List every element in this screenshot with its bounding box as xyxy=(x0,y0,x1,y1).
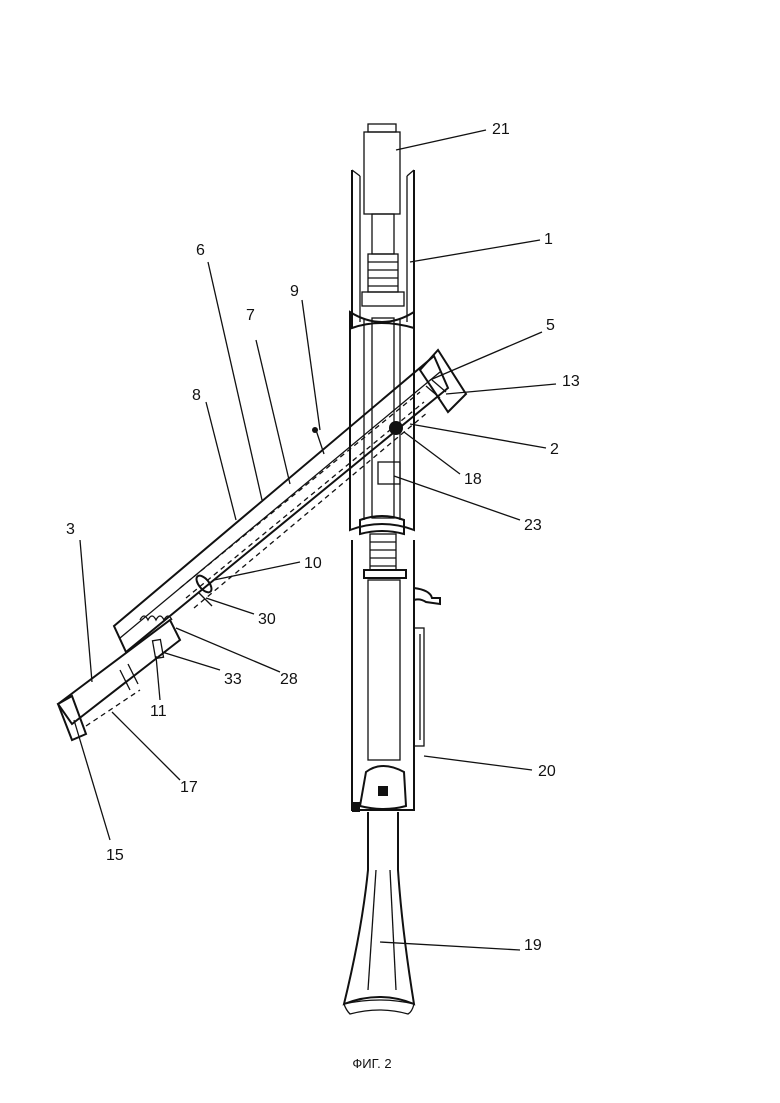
cylinder-end xyxy=(58,696,86,740)
label-33: 33 xyxy=(224,671,242,688)
inner-tube xyxy=(372,318,394,518)
upper-block xyxy=(420,350,466,412)
side-clip xyxy=(414,628,424,746)
label-13: 13 xyxy=(562,373,580,390)
lower-clamp xyxy=(364,570,406,578)
upper-rod xyxy=(372,214,394,254)
inner-slot xyxy=(378,462,400,484)
main-body xyxy=(344,124,440,1014)
top-cap xyxy=(368,124,396,132)
leader-lines xyxy=(74,130,556,950)
label-9: 9 xyxy=(290,283,299,300)
label-18: 18 xyxy=(464,471,482,488)
top-barrel xyxy=(364,132,400,214)
label-15: 15 xyxy=(106,847,124,864)
label-3: 3 xyxy=(66,521,75,538)
tab xyxy=(152,639,163,658)
pivot-ball xyxy=(389,421,403,435)
label-21: 21 xyxy=(492,121,510,138)
label-8: 8 xyxy=(192,387,201,404)
figure-caption: ФИГ. 2 xyxy=(352,1056,391,1071)
label-23: 23 xyxy=(524,517,542,534)
label-20: 20 xyxy=(538,763,556,780)
label-2: 2 xyxy=(550,441,559,458)
trigger xyxy=(414,588,440,604)
diagonal-arm xyxy=(58,350,466,740)
label-17: 17 xyxy=(180,779,198,796)
label-30: 30 xyxy=(258,611,276,628)
handle xyxy=(344,812,414,1004)
label-10: 10 xyxy=(304,555,322,572)
rod-collar xyxy=(362,292,404,306)
knob-mark xyxy=(378,786,388,796)
label-6: 6 xyxy=(196,242,205,259)
label-11: 11 xyxy=(150,703,167,720)
label-1: 1 xyxy=(544,231,553,248)
label-19: 19 xyxy=(524,937,542,954)
foot-mark xyxy=(352,802,360,812)
lower-spring xyxy=(370,534,396,570)
outer-housing xyxy=(352,170,414,328)
lower-inner-tube xyxy=(368,580,400,760)
label-7: 7 xyxy=(246,307,255,324)
label-28: 28 xyxy=(280,671,298,688)
label-5: 5 xyxy=(546,317,555,334)
pin-head xyxy=(312,427,318,433)
